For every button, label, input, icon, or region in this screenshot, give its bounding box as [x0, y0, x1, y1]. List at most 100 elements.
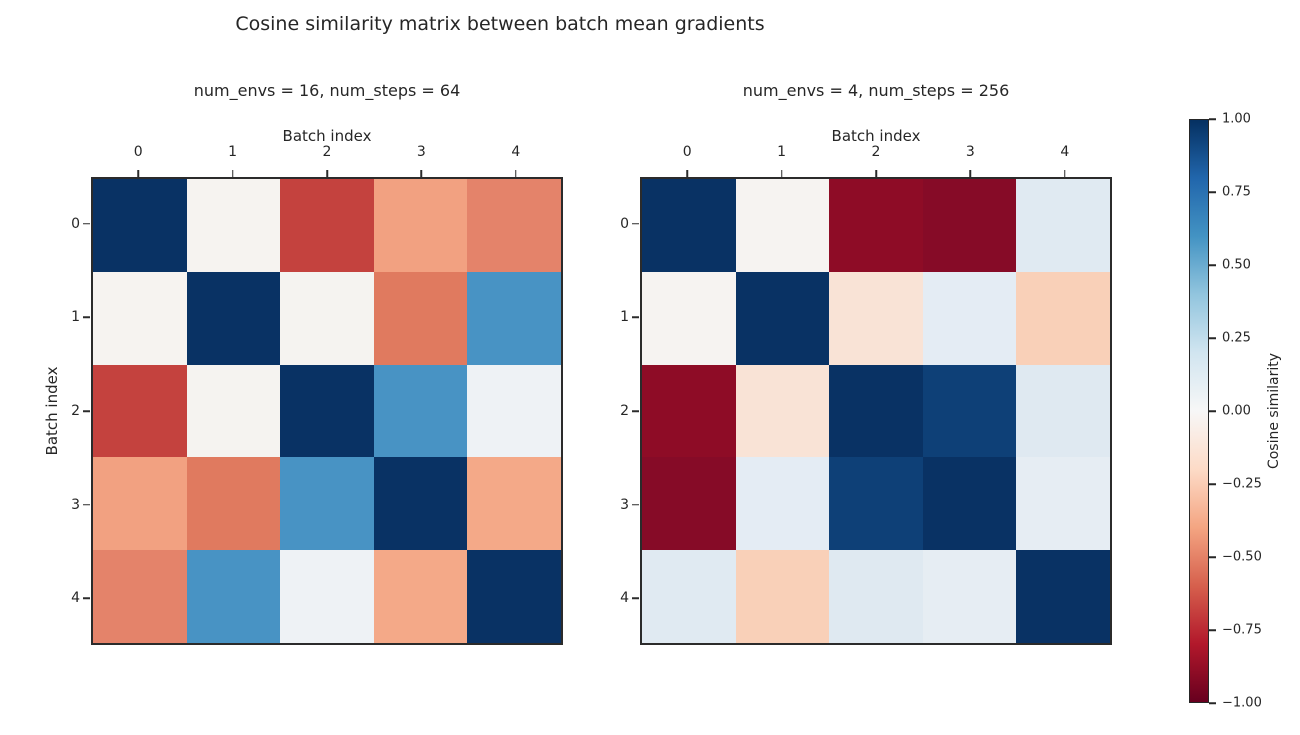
- heatmap-cell-r1c3: [922, 271, 1017, 365]
- heatmap-cell-r1c1: [186, 271, 281, 365]
- heatmap-cell-r1c1: [735, 271, 830, 365]
- heatmap-cell-r2c1: [186, 364, 281, 458]
- colorbar-tick-label: 0.75: [1222, 184, 1251, 200]
- heatmap-cell-r2c3: [922, 364, 1017, 458]
- x-axis-label: Batch index: [831, 127, 921, 145]
- heatmap-cell-r1c3: [373, 271, 468, 365]
- heatmap-cell-r1c2: [829, 271, 923, 365]
- heatmap-cell-r1c0: [642, 271, 736, 365]
- heatmap-cell-r3c0: [642, 457, 736, 551]
- heatmap-cell-r4c3: [922, 550, 1017, 643]
- y-tick-mark: [632, 316, 639, 319]
- heatmap-cell-r2c2: [280, 364, 374, 458]
- heatmap-cell-r4c0: [93, 550, 187, 643]
- x-tick-mark: [686, 170, 688, 177]
- x-axis-label: Batch index: [282, 127, 372, 145]
- y-tick-mark: [83, 223, 90, 225]
- y-tick-mark: [83, 410, 90, 412]
- colorbar-tick-mark: [1209, 702, 1216, 704]
- colorbar-tick-mark: [1209, 337, 1216, 339]
- colorbar-tick-mark: [1209, 191, 1216, 193]
- x-tick-mark: [780, 170, 783, 177]
- heatmap-cell-r2c3: [373, 364, 468, 458]
- heatmap-cell-r0c2: [829, 179, 923, 272]
- heatmap-cell-r3c2: [829, 457, 923, 551]
- y-tick-label: 3: [71, 496, 80, 513]
- heatmap-cell-r0c4: [1016, 179, 1110, 272]
- y-tick-mark: [632, 410, 639, 412]
- colorbar-tick-label: 0.50: [1222, 257, 1251, 273]
- y-tick-mark: [632, 223, 639, 225]
- heatmap-cell-r3c2: [280, 457, 374, 551]
- heatmap-cell-r4c3: [373, 550, 468, 643]
- x-tick-mark: [969, 170, 972, 177]
- x-tick-label: 4: [511, 144, 521, 160]
- heatmap-cell-r0c0: [642, 179, 736, 272]
- heatmap-cell-r1c0: [93, 271, 187, 365]
- colorbar-tick-label: 0.25: [1222, 330, 1251, 346]
- y-tick-label: 1: [620, 309, 629, 326]
- colorbar-tick-mark: [1209, 556, 1216, 558]
- x-tick-mark: [420, 170, 423, 177]
- y-tick-label: 2: [71, 403, 80, 419]
- colorbar-tick-label: −0.50: [1222, 549, 1262, 565]
- x-tick-label: 1: [228, 144, 238, 160]
- heatmap-cell-r2c4: [1016, 364, 1110, 458]
- heatmap-cell-r4c1: [186, 550, 281, 643]
- heatmap-cell-r4c4: [467, 550, 561, 643]
- heatmap-cell-r3c4: [1016, 457, 1110, 551]
- y-tick-marks: [632, 177, 640, 645]
- x-tick-mark: [1064, 170, 1066, 177]
- heatmap-cell-r3c3: [373, 457, 468, 551]
- colorbar-tick-mark: [1209, 264, 1216, 266]
- colorbar-tick-mark: [1209, 410, 1216, 412]
- y-tick-label: 0: [620, 215, 629, 232]
- heatmap-cell-r4c2: [829, 550, 923, 643]
- colorbar-tick-label: −1.00: [1222, 695, 1262, 711]
- y-tick-label: 2: [620, 403, 629, 419]
- heatmap-cell-r0c3: [373, 179, 468, 272]
- x-tick-mark: [231, 170, 234, 177]
- heatmap-cell-r3c0: [93, 457, 187, 551]
- subplot-right: num_envs = 4, num_steps = 256 Batch inde…: [620, 0, 1112, 735]
- colorbar-tick-mark: [1209, 483, 1216, 485]
- y-tick-mark: [83, 316, 90, 319]
- heatmap-cell-r2c1: [735, 364, 830, 458]
- y-tick-mark: [632, 503, 639, 506]
- colorbar-label: Cosine similarity: [1266, 352, 1282, 470]
- heatmap-cell-r2c0: [642, 364, 736, 458]
- x-tick-mark: [137, 170, 139, 177]
- heatmap-cell-r2c4: [467, 364, 561, 458]
- colorbar-tick-mark: [1209, 118, 1216, 120]
- heatmap-cell-r4c0: [642, 550, 736, 643]
- heatmap-cell-r4c2: [280, 550, 374, 643]
- y-tick-mark: [632, 597, 639, 599]
- heatmap-cell-r1c4: [1016, 271, 1110, 365]
- colorbar-tick-mark: [1209, 629, 1216, 631]
- heatmap-cell-r3c1: [186, 457, 281, 551]
- colorbar-tick-marks: [1209, 118, 1217, 704]
- heatmap-cell-r2c0: [93, 364, 187, 458]
- colorbar-tick-label: 0.00: [1222, 403, 1251, 419]
- heatmap-cell-r0c1: [735, 179, 830, 272]
- heatmap-cell-r0c3: [922, 179, 1017, 272]
- y-tick-mark: [83, 503, 90, 506]
- y-tick-label: 4: [620, 590, 629, 607]
- colorbar-tick-label: −0.75: [1222, 622, 1262, 638]
- x-tick-label: 0: [682, 144, 692, 160]
- heatmap-cell-r3c1: [735, 457, 830, 551]
- heatmap-cell-r0c2: [280, 179, 374, 272]
- heatmap-grid: [91, 177, 563, 645]
- y-tick-label: 0: [71, 215, 80, 232]
- x-tick-label: 3: [965, 144, 975, 160]
- heatmap-cell-r0c0: [93, 179, 187, 272]
- x-tick-mark: [875, 170, 877, 177]
- colorbar: [1189, 119, 1209, 703]
- y-tick-mark: [83, 597, 90, 599]
- heatmap-cell-r3c4: [467, 457, 561, 551]
- x-tick-marks: [91, 170, 563, 177]
